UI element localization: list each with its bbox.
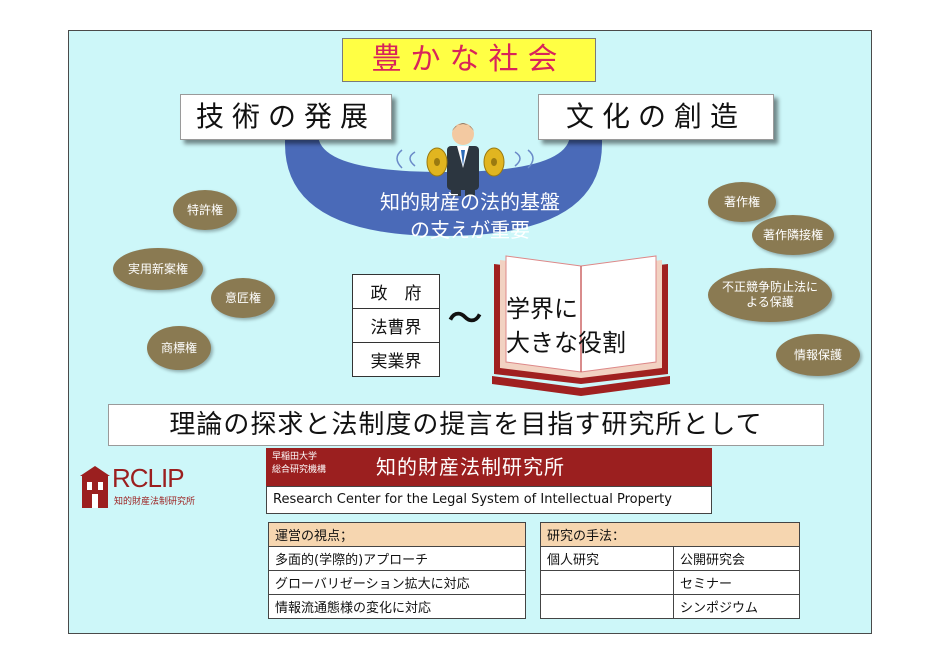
culture-creation-box: 文化の創造 bbox=[538, 94, 774, 140]
technology-development-box: 技術の発展 bbox=[180, 94, 392, 140]
open-book-icon bbox=[492, 255, 670, 396]
actor-business: 実業界 bbox=[352, 342, 440, 377]
method-cell bbox=[540, 594, 674, 619]
logo-text: RCLIP bbox=[112, 463, 185, 493]
method-cell: 公開研究会 bbox=[673, 546, 800, 571]
copyright-oval: 著作権 bbox=[708, 182, 776, 222]
actors-table: 政 府 法曹界 実業界 bbox=[352, 274, 440, 377]
neighboring-right-oval: 著作隣接権 bbox=[752, 215, 834, 255]
management-item: 多面的(学際的)アプローチ bbox=[268, 546, 526, 571]
trademark-oval: 商標権 bbox=[147, 326, 211, 370]
management-item: 情報流通態様の変化に対応 bbox=[268, 594, 526, 619]
rclip-logo: RCLIP 知的財産法制研究所 bbox=[78, 462, 228, 510]
university-line-1: 早稲田大学 bbox=[272, 452, 318, 462]
arc-text-line-2: の支えが重要 bbox=[410, 218, 530, 242]
book-text-line-1: 学界に bbox=[506, 295, 578, 323]
main-title: 豊かな社会 bbox=[342, 38, 596, 82]
university-line-2: 総合研究機構 bbox=[272, 465, 327, 475]
cymbal-left-icon bbox=[426, 147, 448, 177]
management-table: 運営の視点； 多面的(学際的)アプローチ グローバリゼーション拡大に対応 情報流… bbox=[268, 522, 526, 619]
academia-role-text: 学界に 大きな役割 bbox=[506, 292, 626, 360]
institute-header: 早稲田大学 総合研究機構 知的財産法制研究所 bbox=[266, 448, 712, 486]
methods-header: 研究の手法： bbox=[540, 522, 800, 547]
unfair-competition-oval: 不正競争防止法による保護 bbox=[708, 268, 832, 322]
institute-english-name: Research Center for the Legal System of … bbox=[266, 486, 712, 514]
building-icon bbox=[80, 466, 110, 508]
tilde-connector: ～ bbox=[448, 299, 482, 339]
arc-text-line-1: 知的財産の法的基盤 bbox=[380, 190, 560, 214]
mission-banner: 理論の探求と法制度の提言を目指す研究所として bbox=[108, 404, 824, 446]
legal-foundation-text: 知的財産の法的基盤 の支えが重要 bbox=[320, 188, 620, 244]
institute-name: 知的財産法制研究所 bbox=[376, 455, 565, 479]
sound-wave-left-icon bbox=[396, 149, 416, 169]
patent-right-oval: 特許権 bbox=[173, 190, 237, 230]
method-cell: 個人研究 bbox=[540, 546, 674, 571]
actor-government: 政 府 bbox=[352, 274, 440, 309]
management-header: 運営の視点； bbox=[268, 522, 526, 547]
cymbal-right-icon bbox=[483, 147, 505, 177]
logo-caption: 知的財産法制研究所 bbox=[114, 497, 196, 507]
method-cell bbox=[540, 570, 674, 595]
actor-legal-profession: 法曹界 bbox=[352, 308, 440, 343]
utility-model-oval: 実用新案権 bbox=[113, 248, 203, 290]
design-right-oval: 意匠権 bbox=[211, 278, 275, 318]
book-text-line-2: 大きな役割 bbox=[506, 329, 626, 357]
management-item: グローバリゼーション拡大に対応 bbox=[268, 570, 526, 595]
university-label: 早稲田大学 総合研究機構 bbox=[272, 451, 326, 477]
method-cell: セミナー bbox=[673, 570, 800, 595]
methods-table: 研究の手法： 個人研究 公開研究会 セミナー シンポジウム bbox=[540, 522, 800, 619]
sound-wave-right-icon bbox=[514, 149, 534, 169]
information-protection-oval: 情報保護 bbox=[776, 334, 860, 376]
method-cell: シンポジウム bbox=[673, 594, 800, 619]
businessman-icon bbox=[447, 123, 479, 196]
